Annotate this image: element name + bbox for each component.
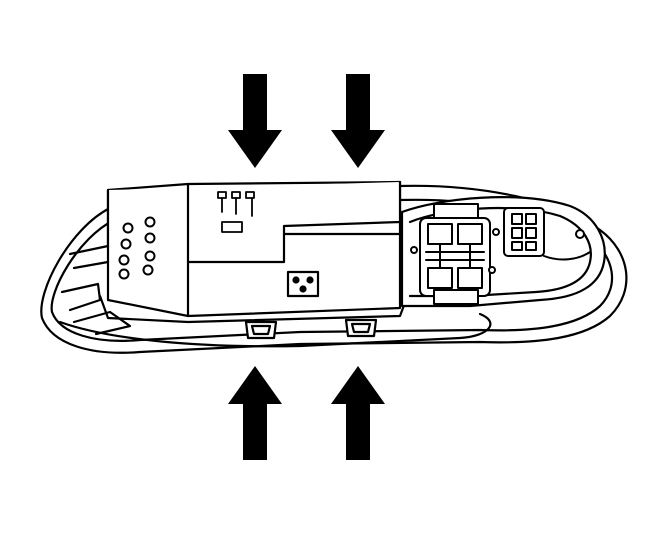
arrow-down-icon (331, 74, 385, 168)
terminal-pins (217, 191, 255, 233)
press-arrows-top (228, 74, 385, 168)
arrow-up-icon (331, 366, 385, 460)
bezel-left-trim (68, 244, 110, 270)
switch-module-divider-horizontal (186, 220, 402, 264)
terminal-dot-grid (118, 216, 156, 280)
retaining-clips (244, 318, 378, 340)
rocker-switch-cluster (410, 203, 500, 305)
switch-module-front-face (106, 180, 402, 318)
bezel-lower-lip (58, 312, 492, 348)
arrow-down-icon (228, 74, 282, 168)
press-arrows-bottom (228, 366, 385, 460)
mirror-switch (503, 207, 591, 261)
arrow-up-icon (228, 366, 282, 460)
switch-module-base (98, 294, 408, 324)
bezel-left-step (60, 282, 102, 312)
connector-socket (286, 270, 320, 298)
